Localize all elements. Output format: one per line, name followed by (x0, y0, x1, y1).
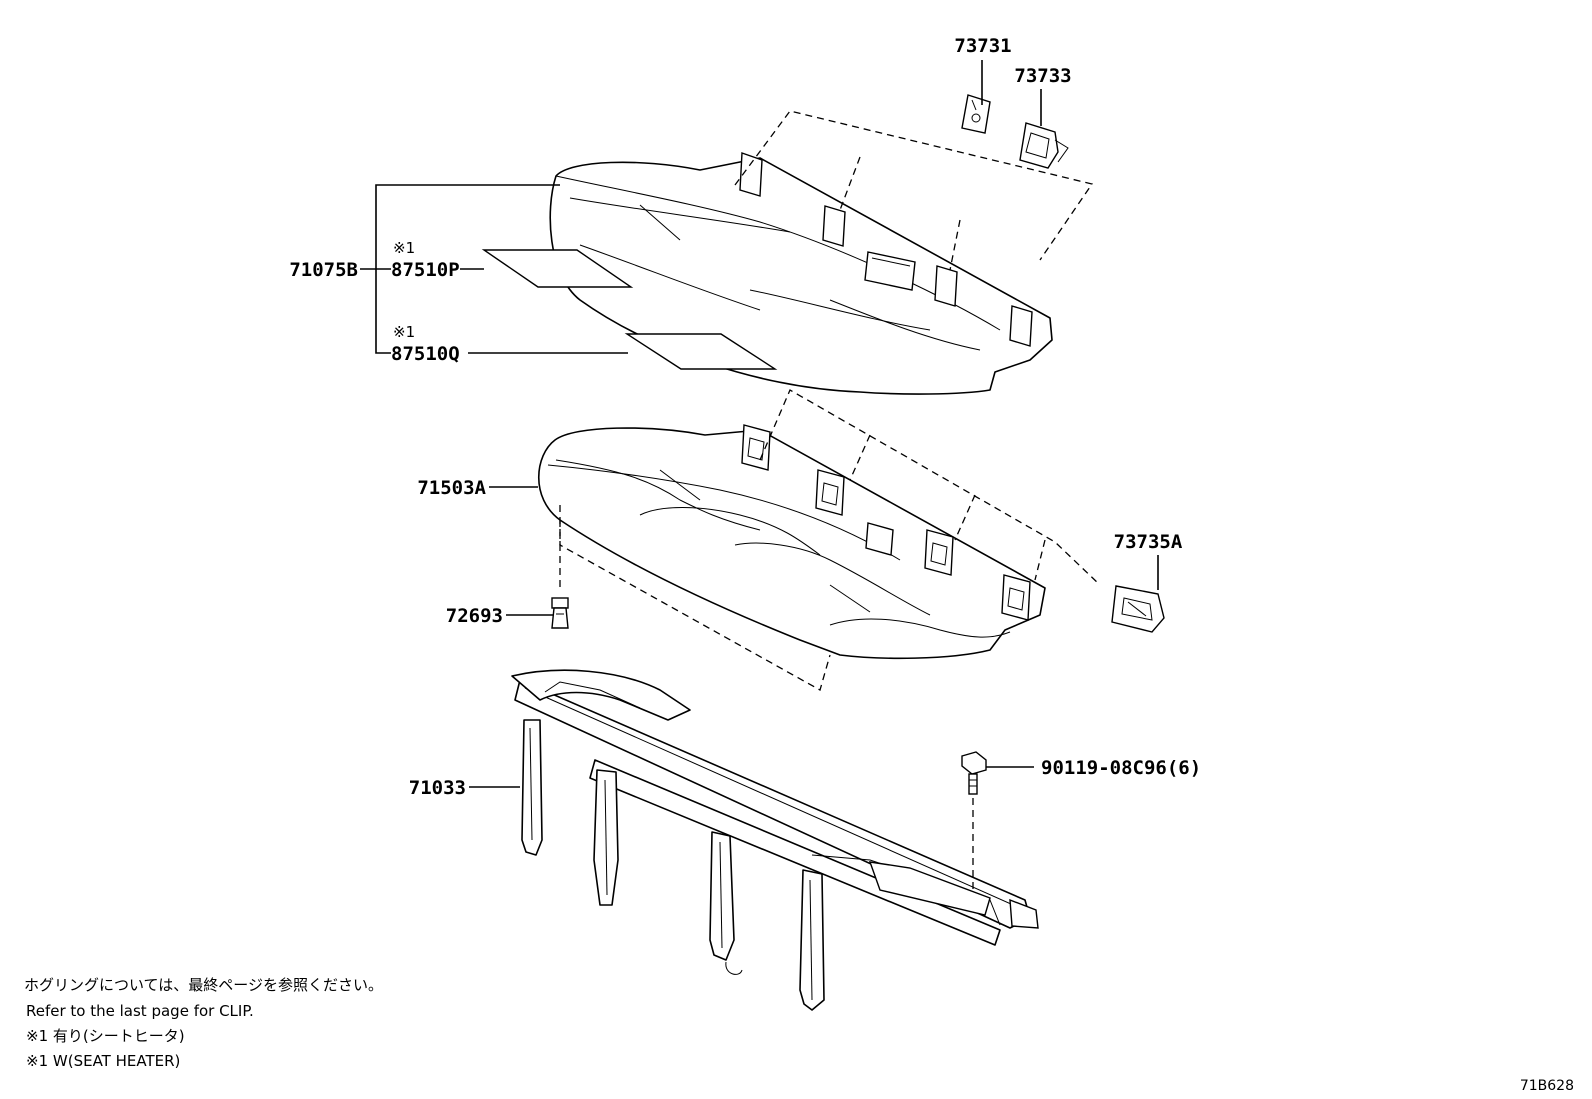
note-clip-en: Refer to the last page for CLIP. (26, 1002, 254, 1020)
seat-cushion-cover (538, 424, 1046, 660)
seat-cushion-dashed-outline (759, 389, 1101, 586)
seat-back-cover (549, 152, 1053, 395)
label-73733: 73733 (1014, 65, 1071, 87)
mark-87510P: ※1 (393, 239, 415, 257)
label-71075B: 71075B (289, 259, 358, 281)
label-71503A: 71503A (417, 477, 486, 499)
clip-72693 (551, 597, 569, 629)
seat-frame (511, 669, 1039, 1011)
note-heater-jp: ※1 有り(シートヒータ) (26, 1027, 185, 1045)
mark-87510Q: ※1 (393, 323, 415, 341)
label-71033: 71033 (409, 777, 466, 799)
label-73735A: 73735A (1114, 531, 1183, 553)
label-87510P: 87510P (391, 259, 460, 281)
clip-73735A (1111, 585, 1165, 633)
clip-73733 (1019, 122, 1069, 169)
bolt-90119-08C96 (961, 751, 987, 795)
label-72693: 72693 (446, 605, 503, 627)
label-73731: 73731 (954, 35, 1011, 57)
leader-lines (360, 60, 1159, 788)
seat-back-clip-dashed-outline (734, 110, 1094, 261)
diagram-code: 71B628 (1520, 1078, 1574, 1094)
note-heater-en: ※1 W(SEAT HEATER) (26, 1052, 180, 1070)
label-87510Q: 87510Q (391, 343, 460, 365)
label-90119-08C96: 90119-08C96(6) (1041, 757, 1201, 779)
seat-heater-pad-lower (624, 333, 778, 370)
seat-heater-pad-upper (481, 249, 634, 288)
clip-73731 (961, 94, 991, 134)
note-clip-jp: ホグリングについては、最終ページを参照ください。 (24, 976, 383, 994)
